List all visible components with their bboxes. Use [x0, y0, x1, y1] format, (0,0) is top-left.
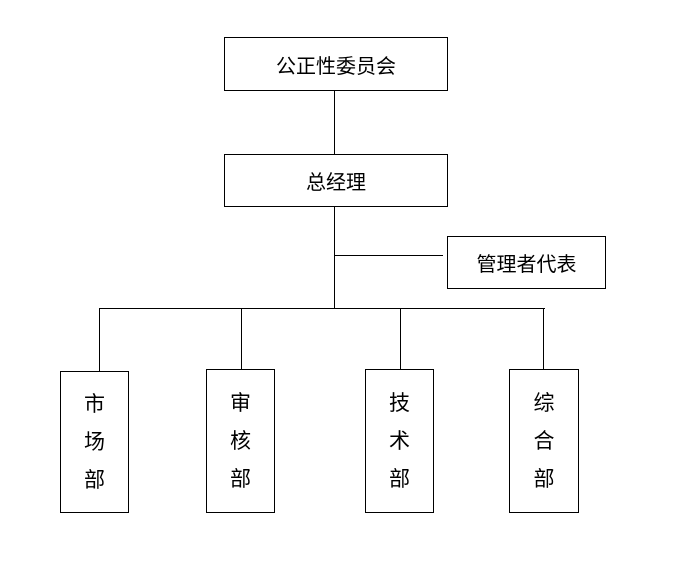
department-box-general-affairs: 综 合 部	[509, 369, 579, 513]
department-char: 核	[230, 429, 251, 453]
department-bus	[99, 308, 545, 309]
general-manager-box: 总经理	[224, 154, 448, 207]
committee-box: 公正性委员会	[224, 37, 448, 91]
department-char: 场	[84, 430, 105, 454]
committee-label: 公正性委员会	[276, 53, 396, 78]
connector-manager-trunk	[334, 207, 335, 309]
department-box-audit: 审 核 部	[206, 369, 275, 513]
department-char: 部	[230, 467, 251, 491]
department-char: 综	[533, 391, 555, 415]
management-representative-label: 管理者代表	[476, 252, 577, 276]
department-box-technical: 技 术 部	[365, 369, 434, 513]
general-manager-label: 总经理	[306, 170, 366, 194]
department-char: 部	[389, 467, 410, 491]
connector-committee-manager	[334, 91, 335, 154]
connector-department-4	[543, 308, 544, 369]
connector-department-1	[99, 308, 100, 371]
department-char: 市	[84, 392, 105, 416]
department-char: 审	[230, 391, 251, 415]
department-char: 合	[533, 429, 555, 453]
connector-department-3	[400, 308, 401, 369]
connector-department-2	[241, 308, 242, 369]
department-char: 部	[533, 467, 555, 491]
connector-representative	[334, 255, 443, 256]
management-representative-box: 管理者代表	[447, 236, 606, 289]
department-char: 技	[389, 391, 410, 415]
department-char: 术	[389, 429, 410, 453]
department-box-marketing: 市 场 部	[60, 371, 129, 513]
department-char: 部	[84, 468, 105, 492]
